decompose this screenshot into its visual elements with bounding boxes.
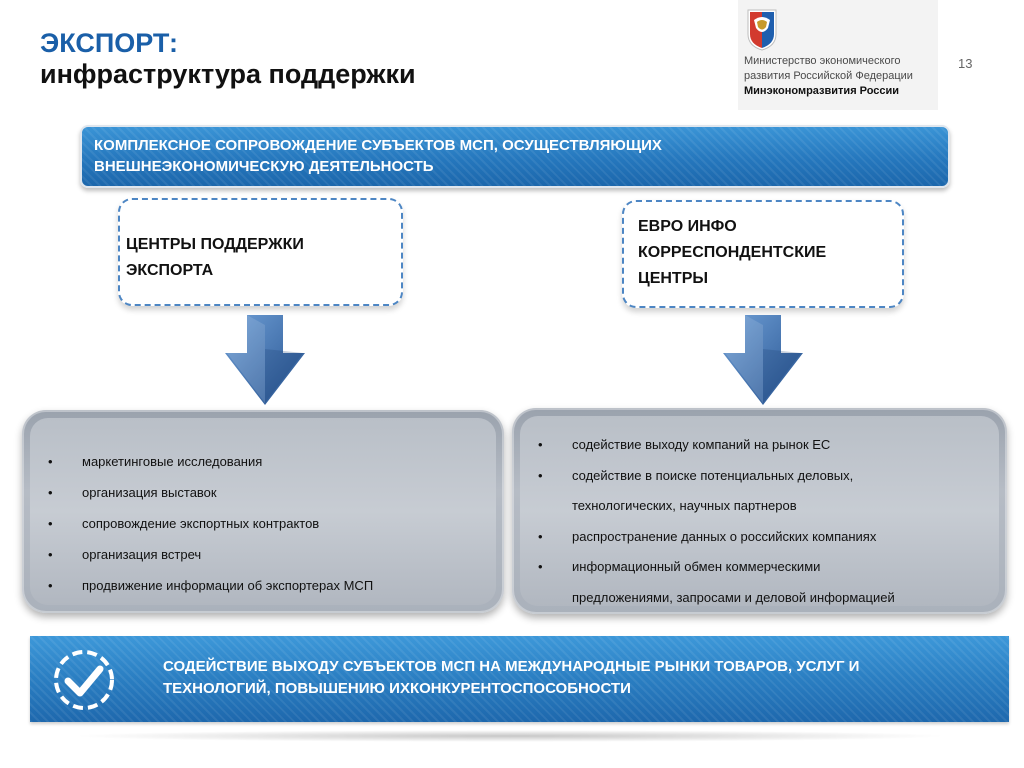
ministry-logo-block: Министерство экономического развития Рос…	[738, 0, 938, 110]
euro-info-centers-box: ЕВРО ИНФО КОРРЕСПОНДЕНТСКИЕ ЦЕНТРЫ	[622, 200, 904, 308]
bottom-banner-text: СОДЕЙСТВИЕ ВЫХОДУ СУБЪЕКТОВ МСП НА МЕЖДУ…	[163, 656, 943, 700]
ministry-name-line1: Министерство экономического	[744, 54, 913, 69]
export-support-centers-box: ЦЕНТРЫ ПОДДЕРЖКИ ЭКСПОРТА	[118, 198, 403, 306]
title-subheading: инфраструктура поддержки	[40, 58, 416, 91]
list-item-line: технологических, научных партнеров	[572, 491, 895, 522]
bottom-banner: СОДЕЙСТВИЕ ВЫХОДУ СУБЪЕКТОВ МСП НА МЕЖДУ…	[30, 636, 1009, 722]
box-line: ЭКСПОРТА	[126, 258, 395, 284]
list-item: распространение данных о российских комп…	[536, 522, 895, 553]
title-heading: ЭКСПОРТ:	[40, 28, 416, 58]
bottom-banner-line2: ТЕХНОЛОГИЙ, ПОВЫШЕНИЮ ИХКОНКУРЕНТОСПОСОБ…	[163, 678, 943, 700]
down-arrow-icon	[723, 315, 803, 405]
box-line: ЦЕНТРЫ ПОДДЕРЖКИ	[126, 232, 395, 258]
double-headed-eagle-emblem-icon	[744, 6, 780, 52]
panel-inner: маркетинговые исследования организация в…	[30, 418, 496, 605]
list-item: продвижение информации об экспортерах МС…	[46, 570, 373, 601]
list-item: сопровождение экспортных контрактов	[46, 508, 373, 539]
panel-inner: содействие выходу компаний на рынок ЕС с…	[520, 416, 999, 606]
list-item: организация выставок	[46, 477, 373, 508]
ministry-short-name: Минэкономразвития России	[744, 84, 913, 99]
page-number: 13	[958, 56, 972, 71]
box-line: ЦЕНТРЫ	[638, 266, 888, 292]
ministry-name: Министерство экономического развития Рос…	[744, 54, 913, 99]
bottom-banner-line1: СОДЕЙСТВИЕ ВЫХОДУ СУБЪЕКТОВ МСП НА МЕЖДУ…	[163, 656, 943, 678]
top-banner-line1: КОМПЛЕКСНОЕ СОПРОВОЖДЕНИЕ СУБЪЕКТОВ МСП,…	[94, 135, 936, 156]
list-item: содействие в поиске потенциальных деловы…	[536, 461, 895, 522]
export-centers-services-panel: маркетинговые исследования организация в…	[22, 410, 504, 613]
list-item-line: информационный обмен коммерческими	[572, 552, 895, 583]
banner-shadow	[70, 730, 950, 742]
top-banner-line2: ВНЕШНЕЭКОНОМИЧЕСКУЮ ДЕЯТЕЛЬНОСТЬ	[94, 156, 936, 177]
euro-info-services-panel: содействие выходу компаний на рынок ЕС с…	[512, 408, 1007, 614]
checkmark-icon	[52, 648, 116, 712]
list-item: информационный обмен коммерческими предл…	[536, 552, 895, 613]
list-item: маркетинговые исследования	[46, 446, 373, 477]
services-list: маркетинговые исследования организация в…	[46, 446, 373, 601]
list-item-line: содействие в поиске потенциальных деловы…	[572, 461, 895, 492]
list-item-line: предложениями, запросами и деловой инфор…	[572, 583, 895, 614]
box-line: КОРРЕСПОНДЕНТСКИЕ	[638, 240, 888, 266]
ministry-name-line2: развития Российской Федерации	[744, 69, 913, 84]
services-list: содействие выходу компаний на рынок ЕС с…	[536, 430, 895, 613]
list-item: организация встреч	[46, 539, 373, 570]
list-item: содействие выходу компаний на рынок ЕС	[536, 430, 895, 461]
slide-title: ЭКСПОРТ: инфраструктура поддержки	[40, 28, 416, 91]
down-arrow-icon	[225, 315, 305, 405]
top-banner: КОМПЛЕКСНОЕ СОПРОВОЖДЕНИЕ СУБЪЕКТОВ МСП,…	[80, 125, 950, 188]
box-line: ЕВРО ИНФО	[638, 214, 888, 240]
